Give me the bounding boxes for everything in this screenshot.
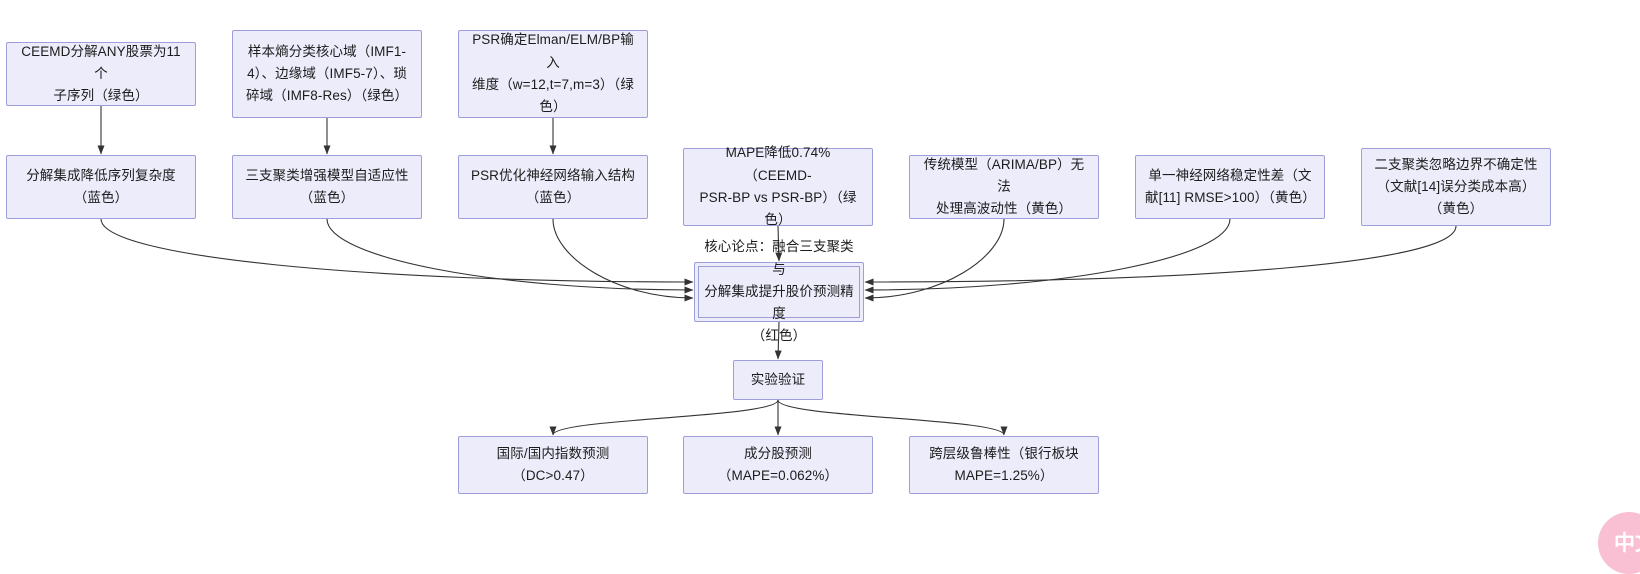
node-mape-improvement-evidence[interactable]: MAPE降低0.74%（CEEMD- PSR-BP vs PSR-BP）（绿 色… bbox=[683, 145, 873, 227]
node-index-forecast-result[interactable]: 国际/国内指数预测 （DC>0.47） bbox=[458, 436, 648, 494]
node-label: 二支聚类忽略边界不确定性 （文献[14]误分类成本高） （黄色） bbox=[1374, 156, 1538, 217]
node-label: 国际/国内指数预测 （DC>0.47） bbox=[496, 445, 610, 483]
node-core-thesis[interactable]: 核心论点：融合三支聚类与 分解集成提升股价预测精度 （红色） bbox=[694, 239, 864, 343]
node-label: 样本熵分类核心域（IMF1- 4）、边缘域（IMF5-7）、琐 碎域（IMF8-… bbox=[245, 43, 409, 104]
edge bbox=[100, 218, 694, 286]
watermark-text: 中文 bbox=[1614, 531, 1640, 555]
node-traditional-models-limitation[interactable]: 传统模型（ARIMA/BP）无法 处理高波动性（黄色） bbox=[909, 155, 1099, 219]
node-single-network-instability[interactable]: 单一神经网络稳定性差（文 献[11] RMSE>100）（黄色） bbox=[1135, 155, 1325, 219]
core-thesis-inner-border: 核心论点：融合三支聚类与 分解集成提升股价预测精度 （红色） bbox=[698, 239, 860, 343]
node-label: 单一神经网络稳定性差（文 献[11] RMSE>100）（黄色） bbox=[1145, 167, 1316, 205]
edge bbox=[777, 399, 1008, 436]
node-decomposition-reduces-complexity[interactable]: 分解集成降低序列复杂度 （蓝色） bbox=[6, 155, 196, 219]
node-constituent-stock-result[interactable]: 成分股预测 （MAPE=0.062%） bbox=[683, 436, 873, 494]
node-label: 分解集成降低序列复杂度 （蓝色） bbox=[26, 167, 176, 205]
node-label: 实验验证 bbox=[750, 371, 806, 387]
node-label: 传统模型（ARIMA/BP）无法 处理高波动性（黄色） bbox=[923, 156, 1085, 217]
edge bbox=[864, 225, 1457, 286]
watermark-badge: 中文 bbox=[1598, 512, 1640, 574]
node-label: 跨层级鲁棒性（银行板块 MAPE=1.25%） bbox=[929, 445, 1079, 483]
node-label: 成分股预测 （MAPE=0.062%） bbox=[717, 445, 839, 483]
node-psr-input-dimension[interactable]: PSR确定Elman/ELM/BP输入 维度（w=12,t=7,m=3）（绿 色… bbox=[458, 30, 648, 118]
edge bbox=[326, 218, 694, 294]
edge bbox=[552, 218, 694, 302]
node-label: PSR确定Elman/ELM/BP输入 维度（w=12,t=7,m=3）（绿 色… bbox=[472, 32, 634, 115]
node-label: PSR优化神经网络输入结构 （蓝色） bbox=[470, 167, 636, 205]
node-three-way-clustering-adaptivity[interactable]: 三支聚类增强模型自适应性 （蓝色） bbox=[232, 155, 422, 219]
node-psr-optimizes-network-structure[interactable]: PSR优化神经网络输入结构 （蓝色） bbox=[458, 155, 648, 219]
node-label: MAPE降低0.74%（CEEMD- PSR-BP vs PSR-BP）（绿 色… bbox=[699, 145, 857, 228]
edge bbox=[864, 218, 1005, 302]
node-label: 三支聚类增强模型自适应性 （蓝色） bbox=[245, 167, 409, 205]
node-cross-level-robustness-result[interactable]: 跨层级鲁棒性（银行板块 MAPE=1.25%） bbox=[909, 436, 1099, 494]
node-sample-entropy-classification[interactable]: 样本熵分类核心域（IMF1- 4）、边缘域（IMF5-7）、琐 碎域（IMF8-… bbox=[232, 30, 422, 118]
node-ceemd-decomposition[interactable]: CEEMD分解ANY股票为11个 子序列（绿色） bbox=[6, 42, 196, 106]
node-experimental-validation[interactable]: 实验验证 bbox=[733, 360, 823, 400]
node-two-way-clustering-limitation[interactable]: 二支聚类忽略边界不确定性 （文献[14]误分类成本高） （黄色） bbox=[1361, 148, 1551, 226]
edge bbox=[864, 218, 1231, 294]
node-label: CEEMD分解ANY股票为11个 子序列（绿色） bbox=[21, 43, 181, 104]
node-label: 核心论点：融合三支聚类与 分解集成提升股价预测精度 （红色） bbox=[704, 239, 854, 344]
edge bbox=[549, 399, 779, 436]
